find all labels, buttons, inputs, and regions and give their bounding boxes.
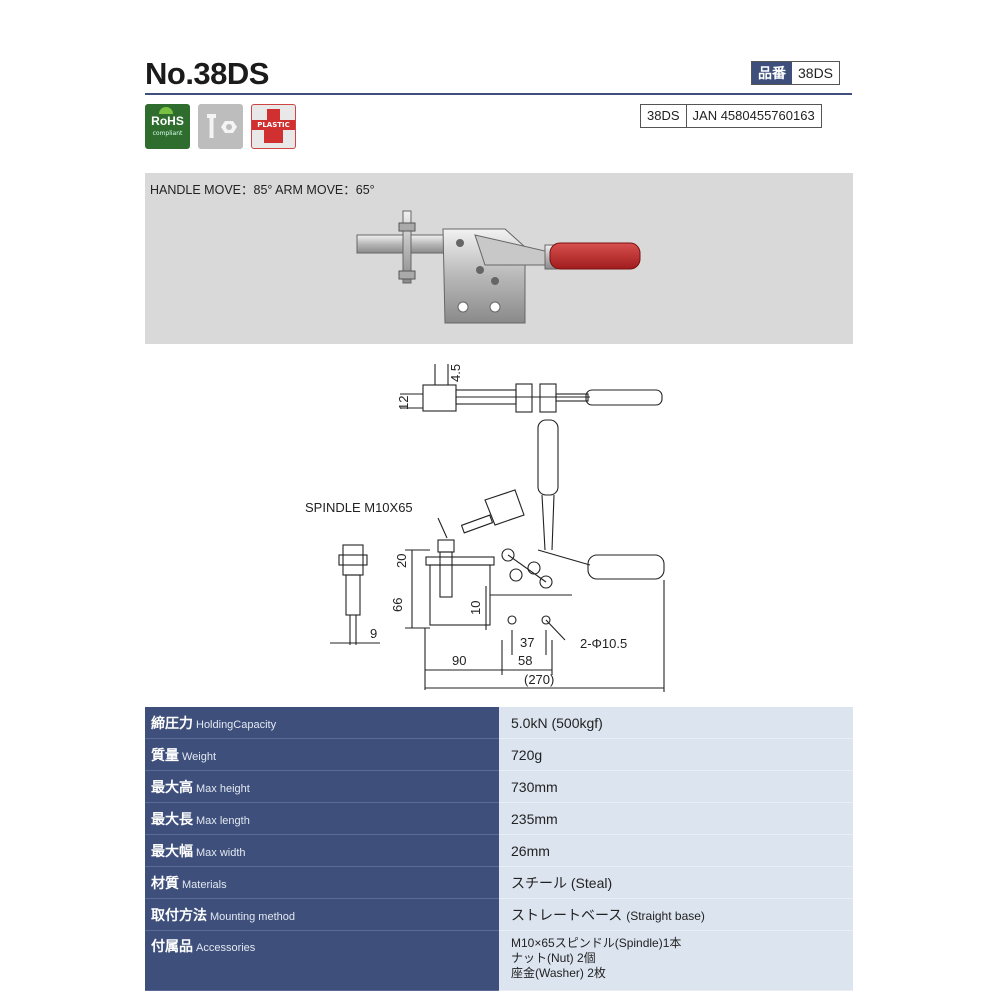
dim-9: 9: [370, 626, 377, 641]
dim-66: 66: [390, 598, 405, 612]
rohs-text: RoHS: [151, 114, 184, 128]
dim-10: 10: [468, 601, 483, 615]
rohs-subtext: compliant: [152, 130, 183, 137]
dim-90: 90: [452, 653, 466, 668]
dim-58: 58: [518, 653, 532, 668]
spec-value: スチール (Steal): [499, 866, 853, 899]
page-title: No.38DS: [145, 56, 269, 91]
spec-value: 5.0kN (500kgf): [499, 707, 853, 739]
jan-box: 38DS JAN 4580455760163: [640, 104, 822, 128]
spec-value: 235mm: [499, 802, 853, 835]
dim-4-5: 4.5: [448, 364, 463, 382]
photo-caption: HANDLE MOVE：85° ARM MOVE：65°: [150, 183, 375, 197]
spec-value: 720g: [499, 738, 853, 771]
dim-12: 12: [396, 396, 411, 410]
product-photo: HANDLE MOVE：85° ARM MOVE：65°: [145, 173, 853, 344]
spec-value: 26mm: [499, 834, 853, 867]
model-number: 38DS: [647, 108, 680, 123]
spindle-label: SPINDLE M10X65: [305, 500, 413, 515]
plastic-text: PLASTIC: [252, 120, 295, 130]
spec-value: ストレートベース (Straight base): [499, 898, 853, 931]
dim-270: (270): [524, 672, 554, 687]
accessory-line: 座金(Washer) 2枚: [511, 966, 606, 980]
leaf-icon: [159, 107, 173, 114]
product-code-label: 品番: [752, 62, 792, 84]
dim-37: 37: [520, 635, 534, 650]
toggle-clamp-illustration: [356, 210, 641, 324]
plastic-badge: PLASTIC: [251, 104, 296, 149]
title-rule: [145, 93, 852, 95]
badge-row: RoHS compliant PLASTIC: [145, 104, 296, 149]
spec-value: 730mm: [499, 770, 853, 803]
product-code-value: 38DS: [792, 62, 840, 84]
dim-holes: 2-Φ10.5: [580, 636, 627, 651]
jan-code: JAN 4580455760163: [685, 105, 821, 127]
product-code-box: 品番 38DS: [751, 61, 841, 85]
accessory-line: ナット(Nut) 2個: [511, 951, 596, 965]
technical-drawing: 12 4.5 SPINDLE M10X65 9: [290, 350, 710, 700]
rohs-badge: RoHS compliant: [145, 104, 190, 149]
accessory-line: M10×65スピンドル(Spindle)1本: [511, 936, 682, 950]
dim-20: 20: [394, 554, 409, 568]
spec-value: M10×65スピンドル(Spindle)1本 ナット(Nut) 2個 座金(Wa…: [499, 930, 853, 991]
bolt-nut-icon: [198, 104, 243, 149]
